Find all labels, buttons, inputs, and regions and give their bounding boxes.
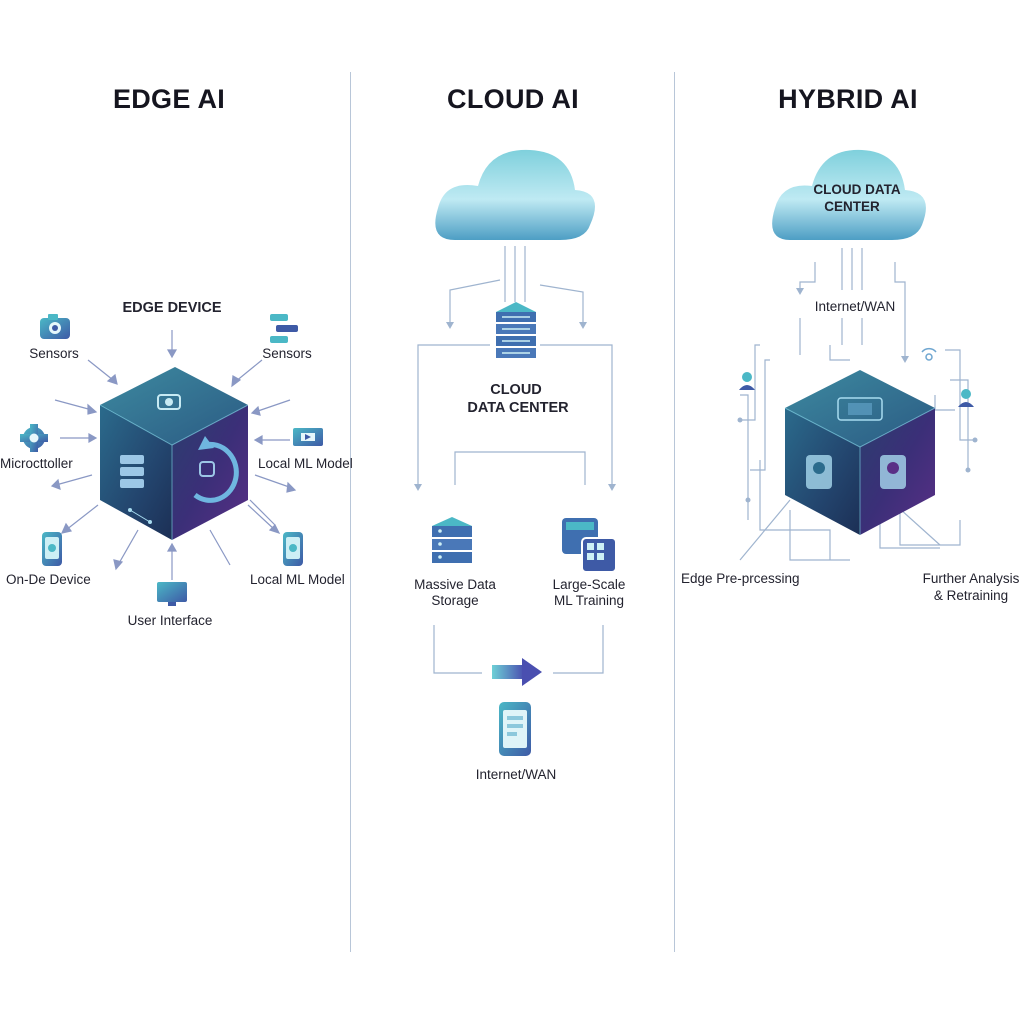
gear-icon [20, 424, 48, 452]
user-icon [739, 372, 755, 390]
storage-label-line1: Massive Data [414, 577, 496, 592]
panel-divider [674, 72, 675, 952]
user-icon [958, 389, 974, 407]
training-label-line2: ML Training [553, 593, 625, 608]
cloud-data-center-line2: DATA CENTER [467, 400, 569, 416]
wifi-icon [921, 347, 937, 361]
cloud-shape [772, 149, 926, 240]
phone-icon [283, 532, 303, 566]
storage-label-line2: Storage [431, 593, 479, 608]
cloud-internet-label: Internet/WAN [475, 767, 557, 782]
hybrid-arrowheads [737, 288, 978, 503]
panel-divider [350, 72, 351, 952]
cloud-ai-title: CLOUD AI [447, 84, 579, 114]
sensors-left-label: Sensors [29, 346, 79, 361]
phone-icon [499, 702, 531, 756]
edge-cube [99, 367, 249, 540]
training-label-line1: Large-Scale [552, 577, 626, 592]
further-analysis-line2: & Retraining [933, 588, 1009, 603]
network-icon [270, 314, 298, 343]
microcontroller-label: Microcttoller [0, 456, 73, 471]
calculator-icon [562, 518, 617, 573]
phone-icon [42, 532, 62, 566]
hybrid-cube [784, 370, 936, 535]
local-model-right-label: Local ML Model [258, 456, 353, 471]
camera-icon [40, 314, 70, 339]
chip-icon [293, 428, 323, 446]
hybrid-cloud-line2: CENTER [824, 199, 880, 214]
hybrid-cloud-line1: CLOUD DATA [813, 182, 901, 197]
on-device-label: On-De Device [6, 572, 91, 587]
cloud-arrowheads [414, 322, 616, 491]
hybrid-ai-title: HYBRID AI [778, 84, 918, 114]
edge-device-label: EDGE DEVICE [122, 300, 222, 316]
sensors-right-label: Sensors [262, 346, 312, 361]
hybrid-connectors [739, 248, 975, 561]
edge-arrows [50, 330, 297, 580]
edge-ai-title: EDGE AI [112, 84, 226, 114]
cloud-data-center-line1: CLOUD [490, 382, 542, 398]
server-icon [496, 302, 536, 358]
cloud-shape [435, 149, 595, 240]
edge-preprocessing-label: Edge Pre-prcessing [681, 571, 800, 586]
user-interface-label: User Interface [127, 613, 213, 628]
cloud-connectors [417, 246, 613, 674]
arrow-right-icon [492, 658, 542, 686]
further-analysis-line1: Further Analysis [922, 571, 1020, 586]
local-model-bottom-label: Local ML Model [250, 572, 345, 587]
hybrid-internet-label: Internet/WAN [814, 299, 896, 314]
server-icon [432, 517, 472, 563]
monitor-icon [157, 582, 187, 606]
